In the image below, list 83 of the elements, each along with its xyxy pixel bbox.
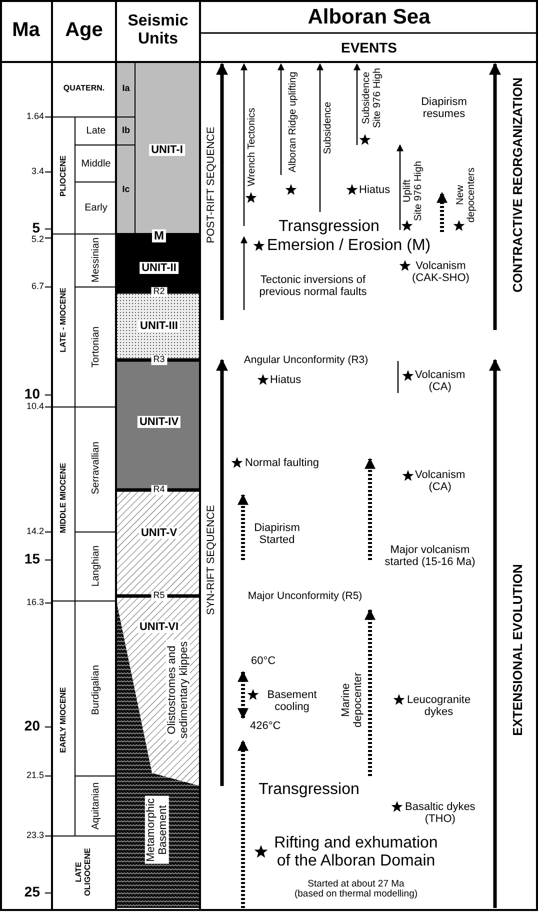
stage-label: Late — [86, 126, 106, 136]
subunit-label: Ib — [122, 126, 130, 136]
stage-label: Serravallian — [90, 442, 102, 494]
age-tick-label: 25 — [24, 884, 40, 900]
unit-label: UNIT-VI — [137, 620, 181, 634]
age-tick-label: 5.2 — [31, 235, 44, 245]
event-note: Started at about 27 Ma (based on thermal modelling) — [294, 880, 418, 900]
event-label: Major Unconformity (R5) — [248, 591, 362, 603]
horizon-label: R5 — [151, 591, 167, 601]
horizon-label: R2 — [151, 287, 167, 297]
epoch-label: QUATERN. — [63, 84, 105, 94]
horizon-label: R3 — [151, 355, 167, 365]
event-label: Transgression — [278, 218, 380, 236]
age-tick-label: 16.3 — [26, 598, 44, 608]
event-label: Angular Unconformity (R3) — [244, 355, 368, 367]
phase-label: EXTENSIONAL EVOLUTION — [510, 564, 526, 736]
event-label: Diapirism resumes — [421, 96, 467, 120]
age-tick-label: 1.64 — [26, 112, 44, 122]
subunit-label: Ic — [122, 185, 130, 195]
age-tick-label: 3.4 — [31, 167, 44, 177]
epoch-label: PLIOCENE — [60, 156, 68, 196]
event-label: Diapirism Started — [254, 522, 300, 546]
stage-label: Tortonian — [90, 326, 102, 368]
age-tick-label: 10.4 — [26, 402, 44, 412]
event-label: Transgression — [258, 781, 360, 799]
event-label: Emersion / Erosion (M) — [267, 237, 431, 255]
unit-note: Olistostromes and sedimentary klippes — [166, 639, 190, 741]
event-label: Hiatus — [359, 184, 390, 196]
event-label: Major volcanism started (15-16 Ma) — [384, 544, 476, 568]
epoch-label: EARLY MIOCENE — [60, 687, 68, 753]
column-header: EVENTS — [341, 40, 397, 56]
event-label: Volcanism (CA) — [415, 468, 466, 494]
stage-label: Langhian — [90, 545, 102, 587]
event-label: Basaltic dykes (THO) — [405, 800, 476, 826]
phase-label: CONTRACTIVE REORGANIZATION — [510, 78, 526, 292]
event-label: Hiatus — [270, 374, 302, 386]
event-label: Normal faulting — [245, 456, 319, 470]
epoch-label: MIDDLE MIOCENE — [60, 462, 68, 534]
unit-label: UNIT-I — [149, 144, 185, 156]
unit-note: Metamorphic Basement — [144, 796, 170, 864]
epoch-label: LATE - MIOCENE — [60, 288, 68, 352]
event-label: Volcanism (CA) — [415, 368, 466, 394]
event-label: Alboran Ridge uplifting — [288, 72, 298, 172]
event-label: Marine depocenter — [340, 672, 364, 728]
sequence-label: POST-RIFT SEQUENCE — [206, 126, 218, 244]
chart-title: Alboran Sea — [308, 5, 430, 29]
stage-label: Messinian — [90, 237, 102, 283]
event-label: Uplift Site 976 High — [402, 160, 424, 222]
age-tick-label: 20 — [24, 718, 40, 734]
event-label: New depocenters — [455, 167, 477, 223]
event-label: Volcanism (CAK-SHO) — [412, 260, 470, 284]
stage-label: Aquitanian — [90, 782, 102, 830]
event-label: Tectonic inversions of previous normal faults — [259, 274, 367, 298]
stage-label: Burdigalian — [90, 664, 102, 716]
sequence-label: SYN-RIFT SEQUENCE — [206, 504, 218, 616]
column-header: Ma — [12, 19, 40, 41]
horizon-label: R4 — [151, 485, 167, 495]
event-label: 426°C — [250, 720, 281, 732]
age-tick-label: 10 — [24, 386, 40, 402]
event-label: 60°C — [251, 654, 276, 668]
unit-label: UNIT-II — [140, 262, 178, 274]
age-tick-label: 23.3 — [26, 831, 44, 841]
age-tick-label: 14.2 — [26, 527, 44, 537]
event-label: Wrench Tectonics — [246, 108, 258, 186]
unit-label: UNIT-V — [138, 526, 180, 540]
stage-label: Early — [84, 202, 108, 214]
age-tick-label: 5 — [32, 220, 40, 236]
unit-label: UNIT-III — [138, 320, 180, 332]
horizon-label: M — [152, 229, 166, 243]
subunit-label: Ia — [122, 84, 130, 94]
event-label: Rifting and exhumation of the Alboran Domain — [274, 834, 438, 870]
epoch-label: LATE OLIGOCENE — [75, 848, 93, 896]
event-label: Leucogranite dykes — [407, 694, 471, 718]
age-tick-label: 15 — [24, 551, 40, 567]
column-header: Age — [65, 19, 103, 41]
column-header: Seismic Units — [128, 12, 188, 48]
event-label: Basement cooling — [267, 688, 317, 714]
age-tick-label: 6.7 — [31, 282, 44, 292]
event-label: Subsidence — [322, 102, 334, 154]
unit-label: UNIT-IV — [137, 416, 181, 428]
event-label: Subsidence Site 976 High — [361, 68, 383, 128]
age-tick-label: 21.5 — [26, 771, 44, 781]
stage-label: Middle — [81, 158, 111, 170]
